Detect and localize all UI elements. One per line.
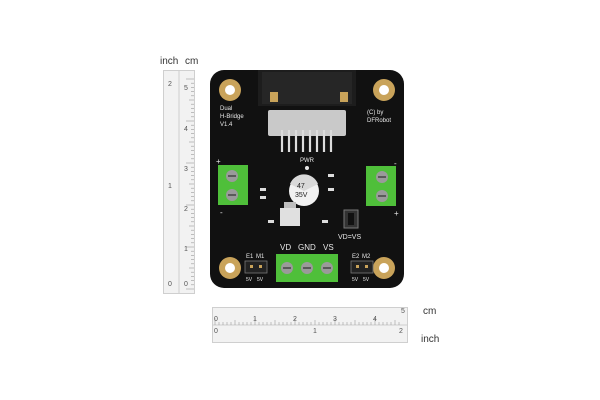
left-header-e1: E1 bbox=[246, 254, 254, 260]
mount-hole-top-left bbox=[219, 79, 241, 101]
motor-driver-ic bbox=[268, 110, 346, 152]
board-name-line-1: Dual bbox=[220, 106, 232, 112]
h-ruler-cm-unit: cm bbox=[423, 306, 437, 317]
h-inch-tick-0: 0 bbox=[214, 328, 218, 335]
copyright-line-2: DFRobot bbox=[367, 118, 391, 124]
smd-components bbox=[260, 174, 334, 223]
capacitor-voltage: 35V bbox=[295, 192, 308, 199]
v-ruler-cm-unit: cm bbox=[185, 56, 199, 67]
right-header-e2: E2 bbox=[352, 254, 360, 260]
left-header-5v-2: 5V bbox=[257, 277, 264, 283]
h-cm-tick-0: 0 bbox=[214, 316, 218, 323]
horizontal-ruler: 0 1 2 3 4 5 0 1 2 bbox=[212, 307, 408, 343]
horizontal-ruler-ticks bbox=[213, 318, 407, 326]
vd-vs-jumper bbox=[343, 209, 359, 229]
left-header-5v-1: 5V bbox=[246, 277, 253, 283]
v-cm-tick-2: 2 bbox=[184, 206, 188, 213]
terminal-label-vd: VD bbox=[280, 243, 291, 252]
right-header-m2: M2 bbox=[362, 254, 371, 260]
left-minus-sign: - bbox=[220, 208, 223, 217]
dual-h-bridge-board: Dual H-Bridge V1.4 (C) by DFRobot PWR + … bbox=[210, 70, 404, 288]
voltage-regulator bbox=[280, 202, 300, 226]
v-cm-tick-5: 5 bbox=[184, 85, 188, 92]
v-cm-tick-3: 3 bbox=[184, 166, 188, 173]
right-plus-sign: + bbox=[394, 209, 399, 218]
v-inch-tick-1: 1 bbox=[168, 183, 172, 190]
electrolytic-capacitor bbox=[289, 174, 319, 206]
right-header-5v-1: 5V bbox=[352, 277, 359, 283]
pwr-label: PWR bbox=[300, 158, 315, 164]
v-cm-tick-1: 1 bbox=[184, 246, 188, 253]
h-inch-tick-1: 1 bbox=[313, 328, 317, 335]
v-cm-tick-0: 0 bbox=[184, 281, 188, 288]
v-ruler-inch-unit: inch bbox=[160, 56, 179, 67]
mount-hole-bottom-right bbox=[373, 257, 395, 279]
h-cm-tick-4: 4 bbox=[373, 316, 377, 323]
mount-hole-bottom-left bbox=[219, 257, 241, 279]
power-terminal bbox=[276, 254, 338, 282]
h-cm-tick-2: 2 bbox=[293, 316, 297, 323]
terminal-label-vs: VS bbox=[323, 243, 334, 252]
h-cm-tick-5: 5 bbox=[401, 308, 405, 315]
heatsink bbox=[258, 70, 356, 106]
h-ruler-inch-unit: inch bbox=[421, 334, 440, 345]
left-plus-sign: + bbox=[216, 157, 221, 166]
left-header-m1: M1 bbox=[256, 254, 265, 260]
h-cm-tick-3: 3 bbox=[333, 316, 337, 323]
capacitor-value: 47 bbox=[297, 183, 305, 190]
motor-terminal-left bbox=[218, 165, 248, 205]
v-inch-tick-0: 0 bbox=[168, 281, 172, 288]
terminal-label-gnd: GND bbox=[298, 243, 316, 252]
v-inch-tick-2: 2 bbox=[168, 81, 172, 88]
v-cm-tick-4: 4 bbox=[184, 126, 188, 133]
right-minus-sign: - bbox=[394, 159, 397, 168]
control-header-right bbox=[350, 260, 374, 274]
board-name-line-2: H-Bridge bbox=[220, 114, 244, 120]
mount-hole-top-right bbox=[373, 79, 395, 101]
jumper-label: VD=VS bbox=[338, 234, 361, 241]
motor-terminal-right bbox=[366, 166, 396, 206]
h-cm-tick-1: 1 bbox=[253, 316, 257, 323]
vertical-ruler-ticks bbox=[178, 71, 194, 293]
right-header-5v-2: 5V bbox=[363, 277, 370, 283]
board-name-line-3: V1.4 bbox=[220, 122, 233, 128]
vertical-ruler: 2 1 0 5 4 3 2 1 0 bbox=[163, 70, 195, 294]
copyright-line-1: (C) by bbox=[367, 110, 383, 116]
control-header-left bbox=[244, 260, 268, 274]
h-inch-tick-2: 2 bbox=[399, 328, 403, 335]
pwr-led bbox=[305, 166, 309, 170]
